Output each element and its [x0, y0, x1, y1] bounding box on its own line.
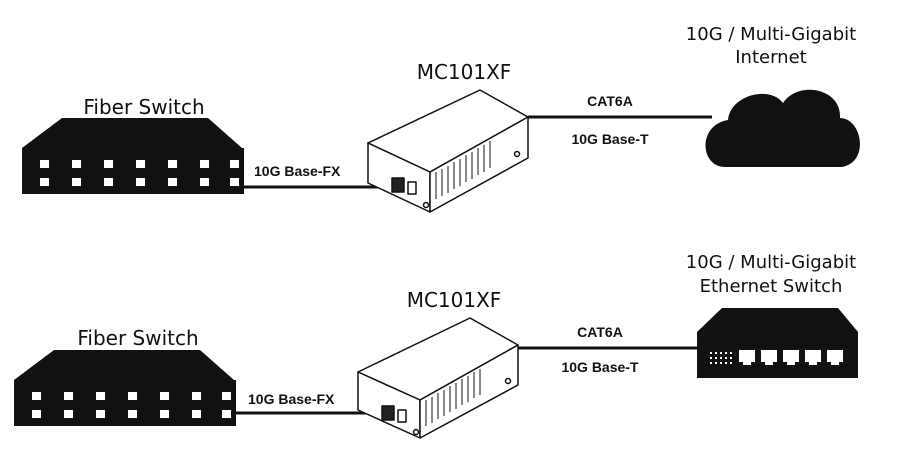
destination-line2: Internet [735, 47, 806, 68]
media-converter-icon [357, 317, 519, 439]
cloud-icon [705, 89, 860, 167]
fiber-link-label: 10G Base-FX [248, 391, 335, 407]
copper-cable-label: CAT6A [587, 93, 633, 109]
converter-label: MC101XF [417, 60, 512, 84]
copper-standard-label: 10G Base-T [561, 359, 638, 375]
media-converter-icon [367, 89, 529, 213]
converter-label: MC101XF [407, 288, 502, 312]
fiber-switch-icon [14, 350, 236, 426]
ethernet-switch-icon [697, 308, 858, 378]
destination-line1: 10G / Multi-Gigabit [686, 24, 856, 45]
copper-standard-label: 10G Base-T [571, 131, 648, 147]
copper-cable-label: CAT6A [577, 324, 623, 340]
fiber-link-label: 10G Base-FX [254, 163, 341, 179]
fiber-switch-icon [22, 118, 244, 194]
scenario-internet: Fiber Switch 10G Base-FX MC101XF CAT6A 1… [22, 24, 860, 213]
destination-line1: 10G / Multi-Gigabit [686, 252, 856, 273]
scenario-ethernet-switch: Fiber Switch 10G Base-FX MC101XF CAT6A 1… [14, 252, 858, 439]
destination-line2: Ethernet Switch [700, 276, 843, 297]
fiber-switch-label: Fiber Switch [83, 95, 204, 119]
fiber-switch-label: Fiber Switch [77, 326, 198, 350]
